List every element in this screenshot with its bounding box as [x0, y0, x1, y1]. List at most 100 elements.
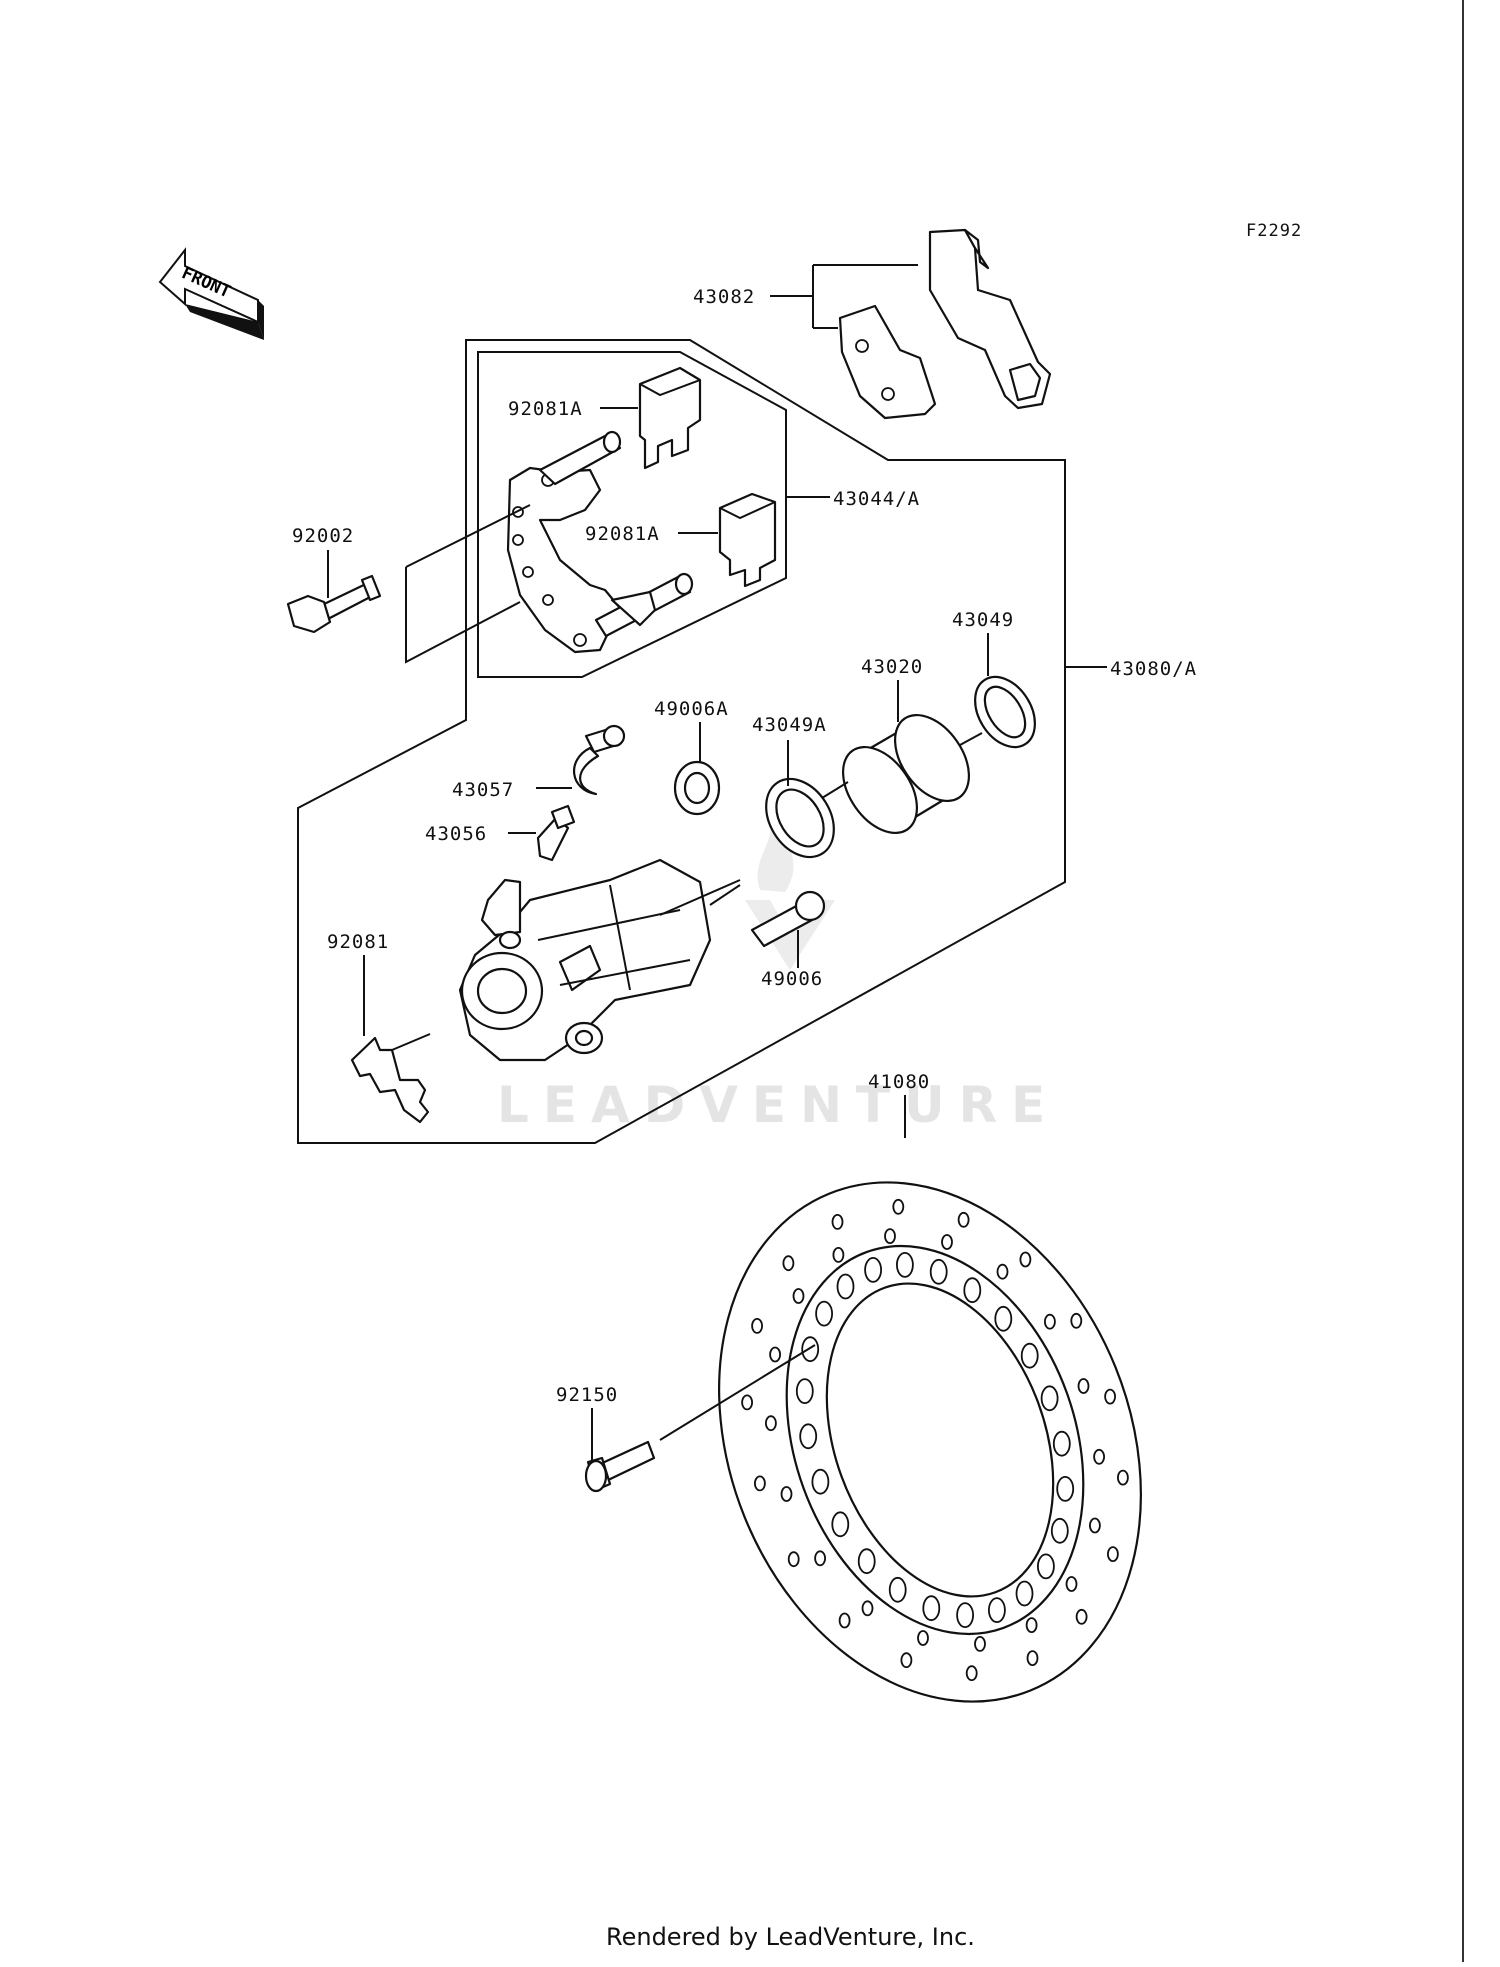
- assembly-outline-43080A: [297, 339, 1066, 1144]
- disc-outer-hole: [1093, 1448, 1105, 1465]
- disc-inner-hole: [994, 1305, 1013, 1332]
- disc-outer-hole: [996, 1263, 1009, 1280]
- brake-pads-43082: [838, 228, 1052, 420]
- footer-credit: Rendered by LeadVenture, Inc.: [606, 1923, 975, 1951]
- disc-outer-hole: [965, 1665, 978, 1682]
- disc-outer-hole: [780, 1486, 793, 1502]
- disc-outer-hole: [1070, 1312, 1083, 1329]
- label-43056: 43056: [425, 823, 487, 845]
- disc-outer-hole: [1104, 1388, 1116, 1405]
- disc-inner-hole: [857, 1548, 876, 1575]
- dust-boot-43049A: [765, 777, 835, 859]
- disc-outer-hole: [900, 1652, 913, 1669]
- label-43080A: 43080/A: [1110, 658, 1197, 680]
- watermark-text: LEADVENTURE: [497, 1076, 1059, 1134]
- caliper-body: [458, 858, 712, 1062]
- disc-outer-hole: [941, 1234, 953, 1250]
- bleeder-cap-43057: [573, 724, 626, 796]
- disc-inner-hole: [1015, 1580, 1034, 1607]
- disc-outer-hole: [1044, 1313, 1056, 1330]
- slide-pin-49006: [750, 890, 826, 948]
- disc-outer-hole: [814, 1550, 826, 1567]
- disc-outer-hole: [1065, 1576, 1078, 1592]
- disc-outer-hole: [957, 1211, 970, 1228]
- diagram-code: F2292: [1246, 221, 1302, 241]
- label-92150: 92150: [556, 1384, 618, 1406]
- disc-outer-hole: [769, 1346, 781, 1363]
- label-92081: 92081: [327, 931, 389, 953]
- label-92081A-mid: 92081A: [585, 523, 660, 545]
- disc-outer-hole: [1089, 1517, 1101, 1534]
- disc-outer-hole: [917, 1630, 929, 1646]
- disc-outer-hole: [838, 1612, 851, 1629]
- label-49006: 49006: [761, 968, 823, 990]
- disc-inner-hole: [811, 1468, 830, 1495]
- disc-outer-hole: [741, 1394, 753, 1411]
- disc-outer-hole: [787, 1551, 800, 1568]
- label-43044A: 43044/A: [833, 488, 920, 510]
- disc-inner-hole: [1037, 1553, 1055, 1580]
- disc-outer-hole: [792, 1288, 805, 1304]
- disc-bolt-92150: [584, 1440, 656, 1493]
- label-43049: 43049: [952, 609, 1014, 631]
- label-43020: 43020: [861, 656, 923, 678]
- disc-inner-hole: [795, 1378, 814, 1404]
- disc-inner-hole: [1050, 1517, 1069, 1544]
- disc-outer-hole: [1107, 1546, 1119, 1562]
- disc-inner-hole: [831, 1511, 850, 1538]
- disc-outer-hole: [831, 1214, 844, 1230]
- disc-outer-hole: [1075, 1608, 1088, 1625]
- disc-outer-hole: [1019, 1251, 1032, 1268]
- bleeder-valve-43056: [536, 804, 576, 862]
- label-41080: 41080: [868, 1071, 930, 1093]
- label-43049A: 43049A: [752, 714, 827, 736]
- disc-inner-hole: [963, 1277, 982, 1304]
- disc-outer-hole: [782, 1255, 795, 1272]
- piston-seal-43049: [974, 675, 1036, 749]
- disc-inner-hole: [1040, 1385, 1059, 1412]
- disc-inner-hole: [1056, 1476, 1075, 1502]
- piston-43020: [841, 713, 971, 835]
- label-49006A: 49006A: [654, 698, 729, 720]
- label-43057: 43057: [452, 779, 514, 801]
- disc-outer-hole: [974, 1636, 986, 1652]
- disc-outer-hole: [1025, 1617, 1038, 1633]
- bolt-92002: [286, 574, 382, 634]
- disc-outer-hole: [1077, 1378, 1090, 1394]
- disc-outer-hole: [751, 1318, 763, 1334]
- disc-inner-hole: [815, 1300, 833, 1327]
- label-92081A-top: 92081A: [508, 398, 583, 420]
- anti-rattle-spring-92081A-top: [638, 366, 702, 470]
- disc-inner-hole: [922, 1595, 941, 1622]
- disc-outer-hole: [861, 1600, 874, 1617]
- disc-inner-hole: [864, 1257, 882, 1283]
- disc-inner-hole: [801, 1336, 820, 1363]
- brake-disc-41080: [718, 1181, 1142, 1703]
- disc-outer-hole: [1117, 1469, 1129, 1486]
- anti-rattle-spring-92081A-mid: [718, 492, 777, 588]
- disc-outer-hole: [884, 1228, 896, 1244]
- rubber-boot-49006A: [673, 760, 721, 816]
- disc-inner-hole: [929, 1258, 948, 1285]
- watermark: LEADVENTURE: [497, 820, 1059, 1134]
- disc-outer-hole: [1026, 1650, 1039, 1666]
- disc-inner-hole: [896, 1252, 914, 1278]
- label-92002: 92002: [292, 525, 354, 547]
- disc-inner-hole: [1052, 1430, 1071, 1457]
- label-43082: 43082: [693, 286, 755, 308]
- front-arrow-icon: FRONT: [158, 247, 264, 340]
- pad-spring-92081: [350, 1033, 431, 1124]
- disc-inner-hole: [956, 1602, 974, 1628]
- disc-outer-hole: [754, 1475, 766, 1492]
- caliper-bracket: [506, 430, 694, 654]
- disc-inner-hole: [836, 1273, 855, 1300]
- disc-inner-hole: [799, 1423, 818, 1450]
- assembly-outline-43044A: [477, 351, 787, 678]
- disc-inner-hole: [988, 1597, 1006, 1623]
- disc-outer-hole: [832, 1247, 845, 1263]
- disc-inner-hole: [888, 1576, 907, 1603]
- disc-inner-hole: [1020, 1342, 1039, 1369]
- disc-outer-hole: [765, 1415, 777, 1432]
